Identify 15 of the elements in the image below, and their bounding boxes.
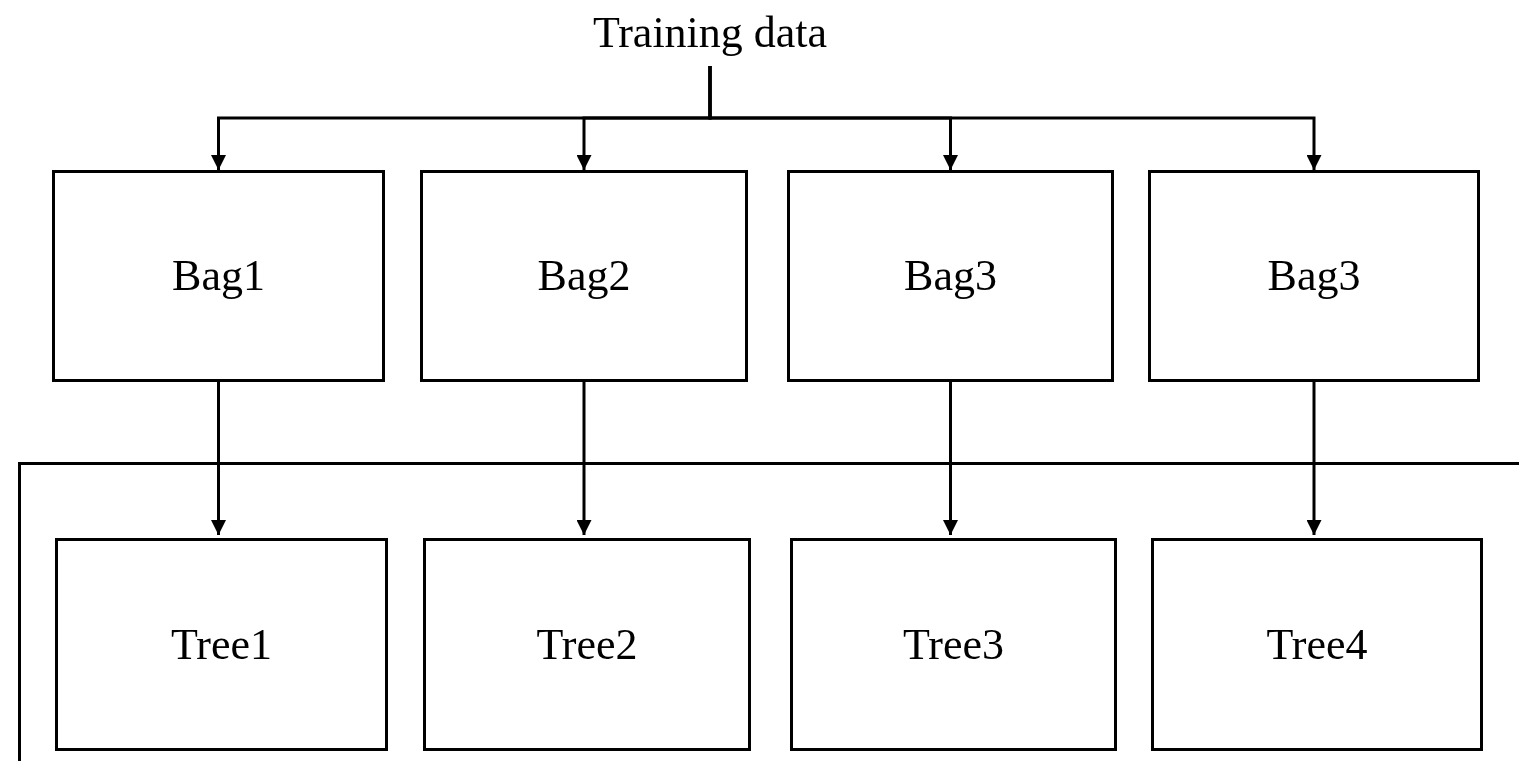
process-box: Bag2 (420, 170, 748, 382)
arrow (1306, 382, 1322, 535)
process-box: Tree2 (423, 538, 751, 751)
process-box: Bag3 (787, 170, 1114, 382)
arrow (708, 66, 1322, 170)
arrow (211, 382, 226, 535)
process-box: Bag1 (52, 170, 385, 382)
arrow (943, 382, 958, 535)
process-box: Tree1 (55, 538, 388, 751)
group-frame (18, 462, 1519, 761)
process-box: Bag3 (1148, 170, 1480, 382)
process-box: Tree3 (790, 538, 1117, 751)
process-box: Tree4 (1151, 538, 1483, 751)
arrow (576, 382, 592, 535)
text-label: Training data (560, 0, 860, 66)
